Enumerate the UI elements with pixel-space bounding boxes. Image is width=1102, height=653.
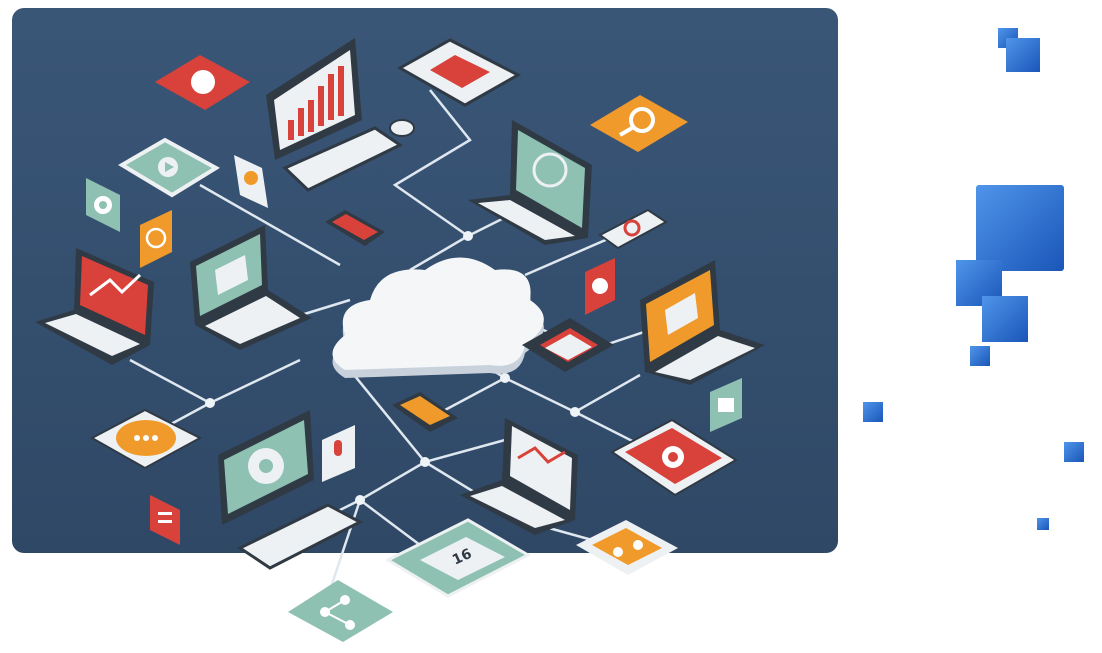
video-play-icon — [118, 137, 220, 198]
smartphone-icon — [325, 210, 385, 246]
blue-square-tiny-4 — [1037, 518, 1049, 530]
laptop-chart-icon — [460, 418, 578, 535]
laptop-mail-icon — [640, 260, 765, 385]
chat-bubble-icon — [89, 408, 203, 470]
calendar-day-label: 16 — [450, 546, 474, 569]
blue-square-tiny-2 — [863, 402, 883, 422]
microphone-icon — [322, 425, 355, 482]
document-icon — [150, 495, 180, 545]
blue-square-tiny-1 — [970, 346, 990, 366]
laptop-globe-icon — [468, 120, 592, 245]
camera-icon — [610, 418, 738, 497]
calendar-icon: 16 — [384, 518, 532, 598]
search-icon — [590, 95, 688, 152]
music-note-icon — [392, 392, 458, 432]
photo-gallery-icon — [396, 38, 522, 107]
laptop-mail-icon — [190, 225, 312, 350]
gear-icon — [86, 178, 120, 232]
blue-square-medium-2 — [982, 296, 1028, 342]
blue-square-large — [976, 185, 1064, 271]
phone-incoming-icon — [155, 55, 250, 110]
smartphone-icon — [598, 208, 668, 250]
calendar-icon — [522, 318, 614, 372]
cloud-icon — [332, 257, 544, 378]
network-nodes — [205, 231, 580, 505]
camera-icon — [710, 378, 742, 432]
blue-square-top — [1006, 38, 1040, 72]
clock-icon — [140, 210, 172, 268]
monitor-gear-icon — [218, 410, 364, 570]
music-note-icon — [576, 520, 678, 575]
blue-square-tiny-3 — [1064, 442, 1084, 462]
phone-incoming-icon — [585, 258, 615, 315]
decorative-squares — [863, 28, 1084, 530]
location-pin-icon — [234, 155, 268, 208]
monitor-chart-icon — [266, 38, 415, 192]
share-icon — [288, 580, 393, 642]
laptop-chart-icon — [35, 248, 154, 365]
